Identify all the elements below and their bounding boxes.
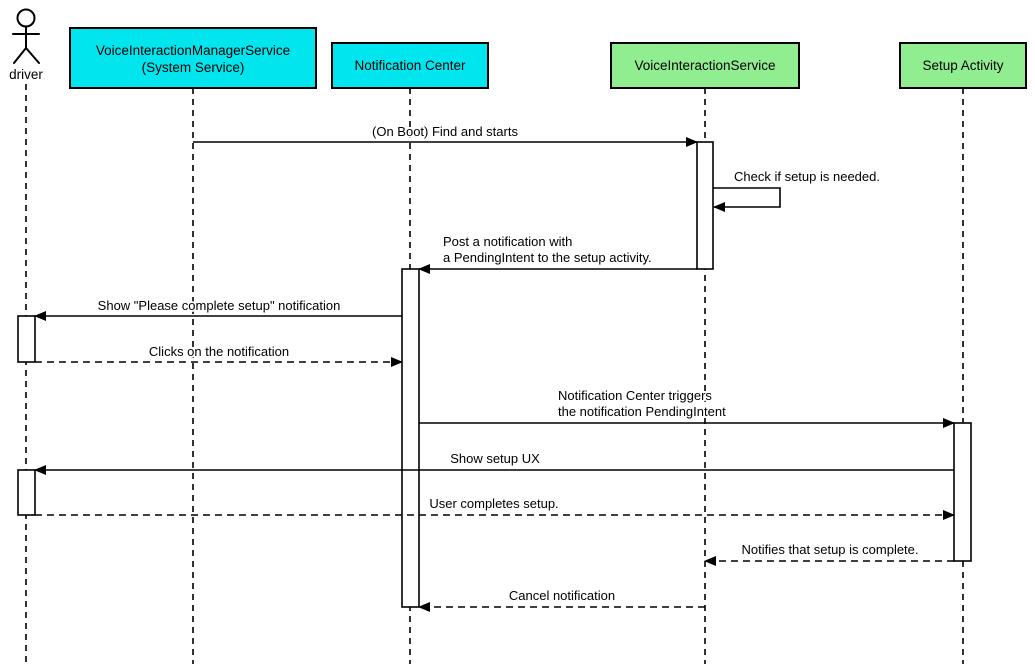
participant-label: Setup Activity [922,58,1003,73]
message-label: Notifies that setup is complete. [741,542,918,557]
message-check-if-setup-is-needed: Check if setup is needed. [713,167,882,212]
message-clicks-on-the-notification: Clicks on the notification [35,342,403,367]
message-label: Cancel notification [509,588,615,603]
participant-box [610,42,800,89]
message-user-completes-setup: User completes setup. [35,494,955,520]
message-label: (On Boot) Find and starts [372,124,518,139]
participant-label: VoiceInteractionService [634,58,775,73]
message-post-a-notification: Post a notification with a PendingIntent… [418,232,697,274]
message-label: Show "Please complete setup" notificatio… [98,298,341,313]
actor-driver: driver [9,8,43,82]
participant-setup-activity: Setup Activity [899,42,1027,89]
activation-bar-setup-activity [953,422,972,562]
message-notification-center-triggers-pendingintent: Notification Center triggers the notific… [419,386,955,428]
self-message-arrow [713,187,781,212]
message-label: User completes setup. [429,496,558,511]
activation-bar-driver-1 [17,315,36,363]
person-icon [12,8,40,64]
participant-label-line2: (System Service) [142,60,245,75]
message-label-line2: a PendingIntent to the setup activity. [443,250,652,265]
participant-box [69,27,317,89]
participant-notification-center: Notification Center [331,42,489,89]
actor-label: driver [9,67,43,82]
participant-box [331,42,489,89]
message-show-please-complete-setup-notification: Show "Please complete setup" notificatio… [34,296,402,321]
message-label-line1: Post a notification with [443,234,572,249]
activation-bar-driver-2 [17,469,36,516]
message-label: Check if setup is needed. [734,169,880,184]
message-label-line1: Notification Center triggers [558,388,712,403]
participant-label: Notification Center [354,58,466,73]
activation-bar-voice-interaction-service [696,141,714,270]
message-on-boot-find-and-starts: (On Boot) Find and starts [193,122,698,147]
participant-label-line1: VoiceInteractionManagerService [96,43,290,58]
participant-voice-interaction-manager-service: VoiceInteractionManagerService (System S… [69,27,317,89]
participant-voice-interaction-service: VoiceInteractionService [610,42,800,89]
message-label: Clicks on the notification [149,344,289,359]
message-notifies-setup-complete: Notifies that setup is complete. [704,540,954,566]
message-label-line2: the notification PendingIntent [558,404,726,419]
message-cancel-notification: Cancel notification [418,586,705,612]
activation-bar-notification-center [401,268,420,608]
participant-box [899,42,1027,89]
message-show-setup-ux: Show setup UX [34,449,954,475]
message-label: Show setup UX [450,451,540,466]
